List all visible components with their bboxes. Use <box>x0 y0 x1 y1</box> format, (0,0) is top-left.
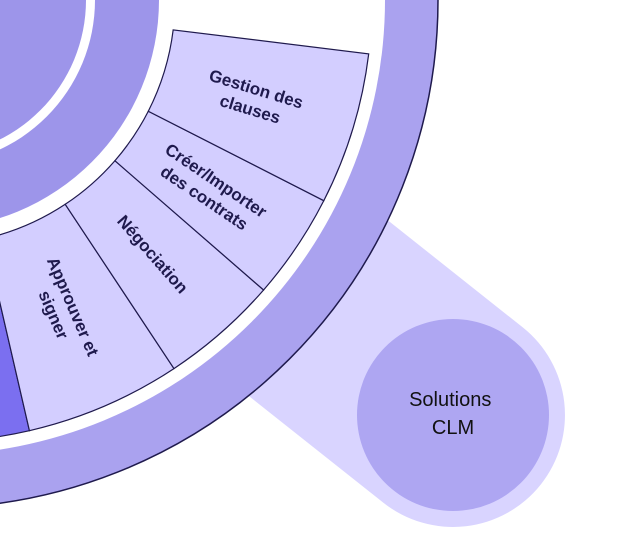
segment-gestion <box>147 29 370 202</box>
bubble-line-1: Solutions <box>409 389 491 411</box>
segment-approuver <box>0 203 175 432</box>
bubble-label: Solutions CLM <box>409 389 497 439</box>
solutions-bubble <box>357 319 549 511</box>
segment-negociation <box>64 159 265 370</box>
bubble-line-2: CLM <box>432 417 474 439</box>
segment-creer <box>114 110 325 291</box>
inner-hub-core <box>0 0 86 140</box>
segment-group: Stocker etmodifierApprouver etsignerNégo… <box>0 29 370 437</box>
